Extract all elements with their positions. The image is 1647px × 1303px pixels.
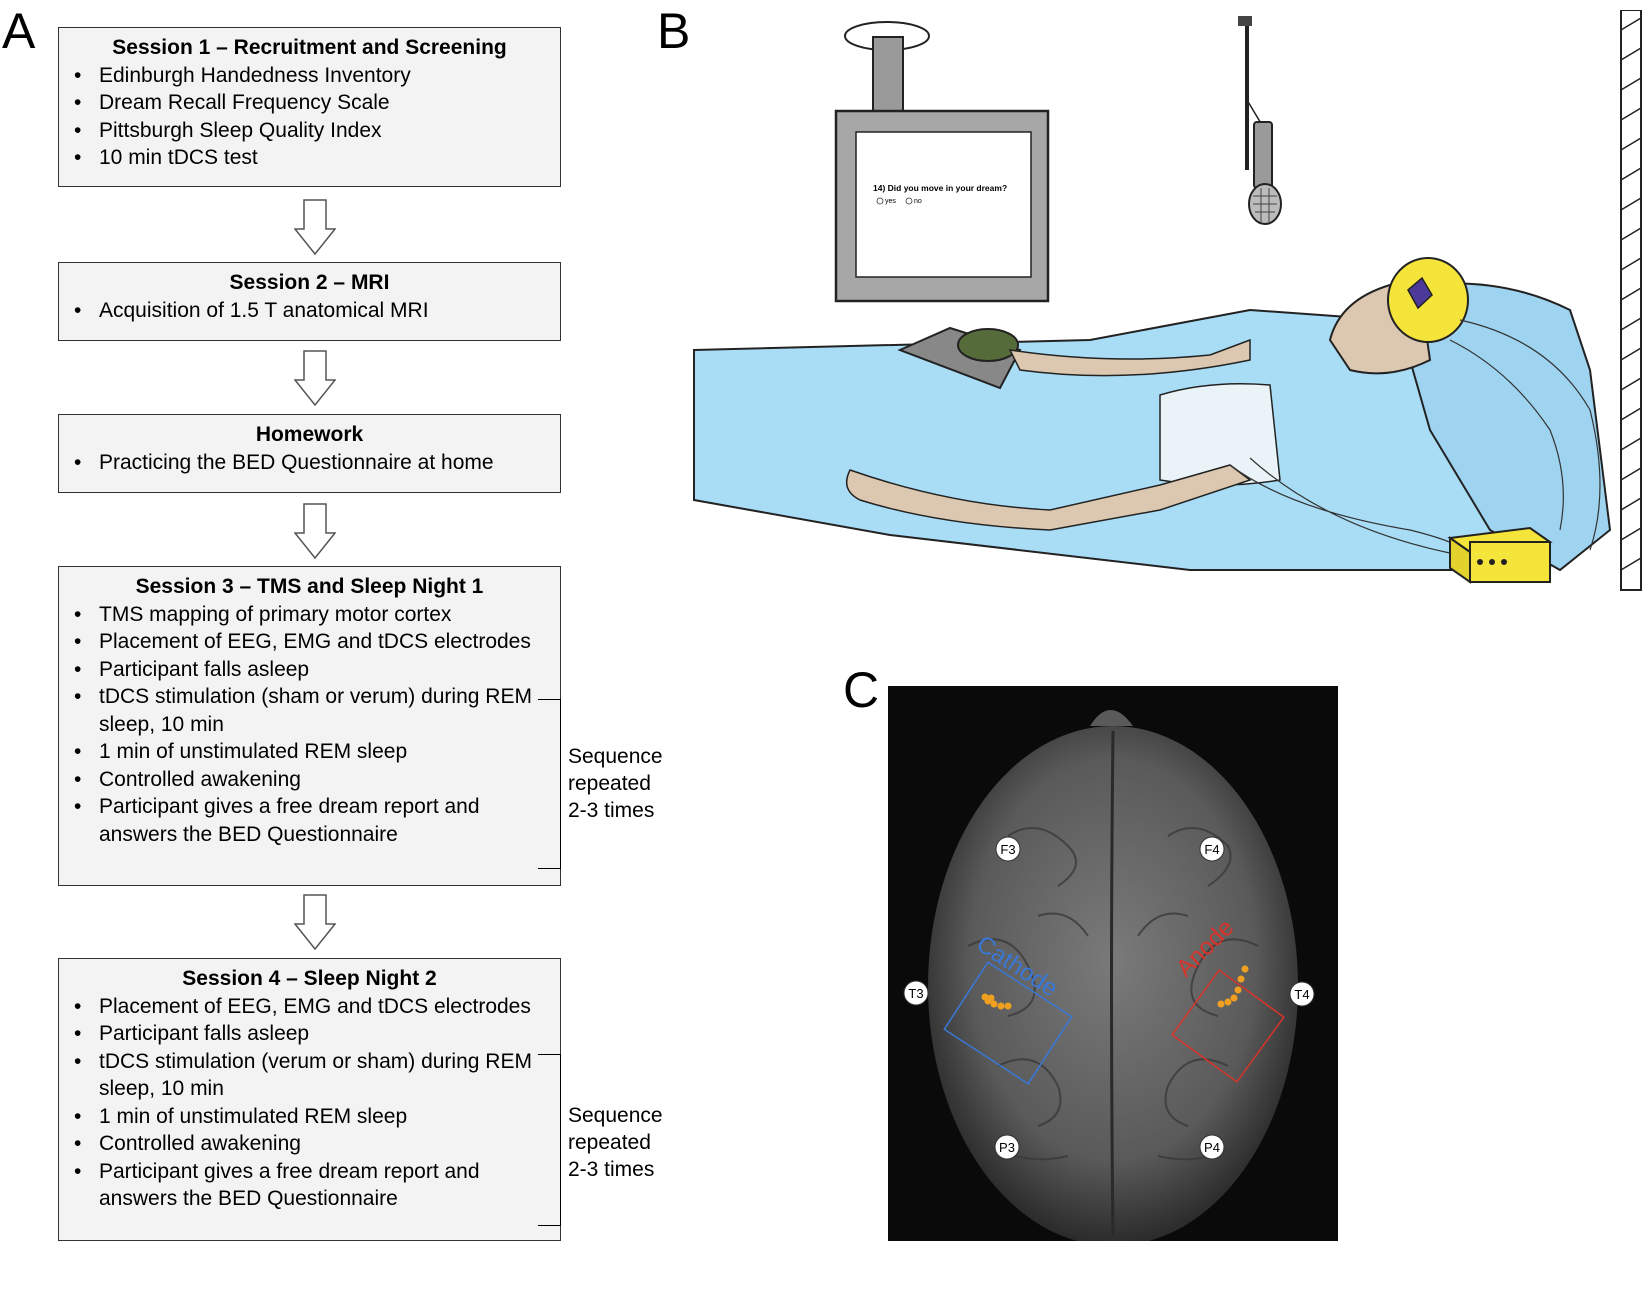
tms-marker [1217,1000,1225,1008]
session4-item: 1 min of unstimulated REM sleep [69,1103,550,1131]
electrode-p3: P3 [994,1134,1020,1160]
electrode-label: T4 [1294,987,1309,1002]
session3-item: Controlled awakening [69,766,550,794]
session1-box: Session 1 – Recruitment and Screening Ed… [58,27,561,187]
session3-item: Participant gives a free dream report an… [69,793,550,848]
session3-item: tDCS stimulation (sham or verum) during … [69,683,550,738]
session3-item: Participant falls asleep [69,656,550,684]
session2-title: Session 2 – MRI [229,271,390,294]
session4-item: Controlled awakening [69,1130,550,1158]
left-arm [1008,338,1251,377]
right-arm [845,464,1252,531]
electrode-f3: F3 [995,836,1021,862]
session3-item: Placement of EEG, EMG and tDCS electrode… [69,628,550,656]
panel-label-b: B [657,3,691,59]
panel-label-a: A [2,3,36,59]
monitor-option-yes: yes [885,198,896,205]
tms-marker [990,1000,998,1008]
down-arrow-icon [294,503,336,559]
tms-marker [1230,994,1238,1002]
sequence-line: Sequence [568,1104,663,1127]
down-arrow-icon [294,199,336,255]
session4-item: tDCS stimulation (verum or sham) during … [69,1048,550,1103]
session4-item: Placement of EEG, EMG and tDCS electrode… [69,993,550,1021]
midline-fissure [1110,730,1115,1237]
monitor-pole [872,36,904,120]
cap-stimulation-site [1407,276,1433,310]
tms-marker [987,994,995,1002]
sequence-bracket [538,699,561,869]
down-arrow-icon [294,350,336,406]
sequence-line: Sequence [568,745,663,768]
homework-box: Homework Practicing the BED Questionnair… [58,414,561,493]
monitor-option-no: no [914,198,922,205]
session1-title: Session 1 – Recruitment and Screening [112,36,507,59]
sequence-line: repeated [568,772,651,795]
radio-yes-icon [876,197,884,205]
gyri-texture [967,827,1259,1161]
nose-bump [1090,710,1133,726]
sequence-note: Sequence repeated 2-3 times [568,1102,663,1183]
sequence-line: repeated [568,1131,651,1154]
down-arrow-icon [294,894,336,950]
session2-box: Session 2 – MRI Acquisition of 1.5 T ana… [58,262,561,341]
session2-item: Acquisition of 1.5 T anatomical MRI [69,297,550,325]
session4-box: Session 4 – Sleep Night 2 Placement of E… [58,958,561,1241]
session3-title: Session 3 – TMS and Sleep Night 1 [135,575,484,598]
session4-title: Session 4 – Sleep Night 2 [182,967,437,990]
electrode-label: T3 [908,986,923,1001]
electrode-label: F4 [1204,842,1219,857]
monitor-screen [855,131,1032,278]
electrode-f4: F4 [1199,836,1225,862]
session4-item: Participant falls asleep [69,1020,550,1048]
tms-marker [1234,986,1242,994]
session3-box: Session 3 – TMS and Sleep Night 1 TMS ma… [58,566,561,886]
monitor-question: 14) Did you move in your dream? [873,183,1007,193]
session1-item: Pittsburgh Sleep Quality Index [69,117,550,145]
eeg-cap [1387,257,1469,343]
anode-rectangle [1171,969,1285,1083]
tms-markers [981,965,1249,1010]
sequence-line: 2-3 times [568,799,655,822]
session3-item: TMS mapping of primary motor cortex [69,601,550,629]
electrode-label: P3 [999,1140,1015,1155]
electrode-label: P4 [1204,1140,1220,1155]
microphone-icon [1238,16,1282,225]
radio-no-icon [905,197,913,205]
tms-marker [1237,975,1245,983]
sequence-bracket [538,1054,561,1226]
electrode-t3: T3 [903,980,929,1006]
tms-marker [1241,965,1249,973]
session3-item: 1 min of unstimulated REM sleep [69,738,550,766]
wall [1620,10,1642,591]
mouse-hand [957,328,1019,362]
homework-title: Homework [255,423,364,446]
brain-electrode-map: Cathode Anode F3 F4 T3 T4 P3 P [888,686,1338,1241]
sequence-line: 2-3 times [568,1158,655,1181]
cathode-rectangle [943,961,1073,1085]
tms-marker [1224,998,1232,1006]
stimulator-box [1447,526,1553,584]
session1-item: 10 min tDCS test [69,144,550,172]
tms-marker [997,1002,1005,1010]
electrode-p4: P4 [1199,1134,1225,1160]
electrode-cables [1229,319,1601,561]
sleep-lab-illustration: 14) Did you move in your dream? yes no [693,10,1642,591]
sequence-note: Sequence repeated 2-3 times [568,743,663,824]
session1-item: Dream Recall Frequency Scale [69,89,550,117]
panel-label-c: C [843,662,880,718]
session1-item: Edinburgh Handedness Inventory [69,62,550,90]
homework-item: Practicing the BED Questionnaire at home [69,449,550,477]
electrode-label: F3 [1000,842,1015,857]
electrode-t4: T4 [1289,981,1315,1007]
tms-marker [1004,1002,1012,1010]
session4-item: Participant gives a free dream report an… [69,1158,550,1213]
